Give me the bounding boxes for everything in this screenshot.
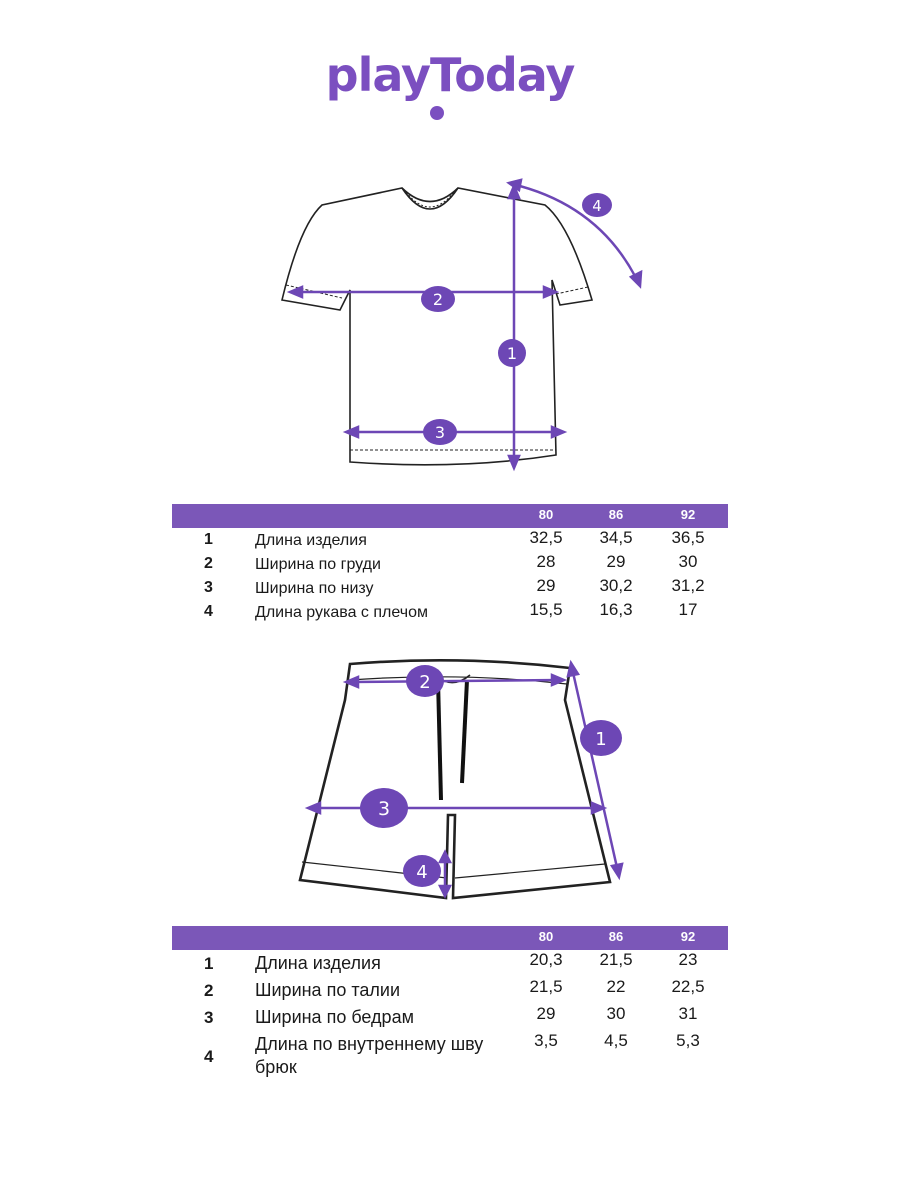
table-row: 4 Длина по внутреннему шву брюк 3,5 4,5 … bbox=[204, 1031, 700, 1077]
shorts-table-header: 80 86 92 bbox=[172, 926, 728, 950]
brand-logo: playToday bbox=[325, 48, 576, 102]
shorts-marker-1: 1 bbox=[595, 729, 606, 750]
tshirt-table-header: 80 86 92 bbox=[172, 504, 728, 528]
table-row: 1 Длина изделия 32,5 34,5 36,5 bbox=[204, 528, 705, 549]
tshirt-marker-2: 2 bbox=[433, 290, 443, 309]
table-row: 2 Ширина по груди 28 29 30 bbox=[204, 552, 698, 573]
table-row: 3 Ширина по бедрам 29 30 31 bbox=[204, 1004, 698, 1027]
shorts-marker-3: 3 bbox=[378, 798, 390, 820]
tshirt-marker-4: 4 bbox=[592, 197, 602, 215]
shorts-outline bbox=[298, 659, 612, 900]
table-row: 2 Ширина по талии 21,5 22 22,5 bbox=[204, 977, 705, 1000]
logo-dot bbox=[430, 106, 444, 120]
shorts-marker-4: 4 bbox=[416, 862, 427, 883]
tshirt-marker-3: 3 bbox=[435, 423, 445, 442]
shorts-drawing: 1 2 3 4 bbox=[298, 659, 624, 900]
tshirt-markers: 1 2 3 4 bbox=[421, 193, 612, 445]
size-80-header: 80 bbox=[538, 929, 554, 944]
shorts-markers: 1 2 3 4 bbox=[360, 665, 622, 887]
size-92-header: 92 bbox=[680, 929, 696, 944]
tshirt-marker-1: 1 bbox=[507, 344, 517, 363]
size-92-header: 92 bbox=[680, 507, 696, 522]
tshirt-size-table: 80 86 92 1 Длина изделия 32,5 34,5 36,5 … bbox=[172, 504, 728, 624]
size-86-header: 86 bbox=[608, 929, 624, 944]
table-row: 1 Длина изделия 20,3 21,5 23 bbox=[204, 950, 698, 973]
tshirt-outline bbox=[281, 187, 594, 466]
table-row: 4 Длина рукава с плечом 15,5 16,3 17 bbox=[204, 600, 698, 621]
tshirt-drawing: 1 2 3 4 bbox=[281, 178, 643, 472]
shorts-marker-2: 2 bbox=[419, 672, 430, 693]
size-80-header: 80 bbox=[538, 507, 554, 522]
shorts-size-table: 80 86 92 1 Длина изделия 20,3 21,5 23 2 … bbox=[172, 926, 728, 1086]
table-row: 3 Ширина по низу 29 30,2 31,2 bbox=[204, 576, 705, 597]
size-86-header: 86 bbox=[608, 507, 624, 522]
